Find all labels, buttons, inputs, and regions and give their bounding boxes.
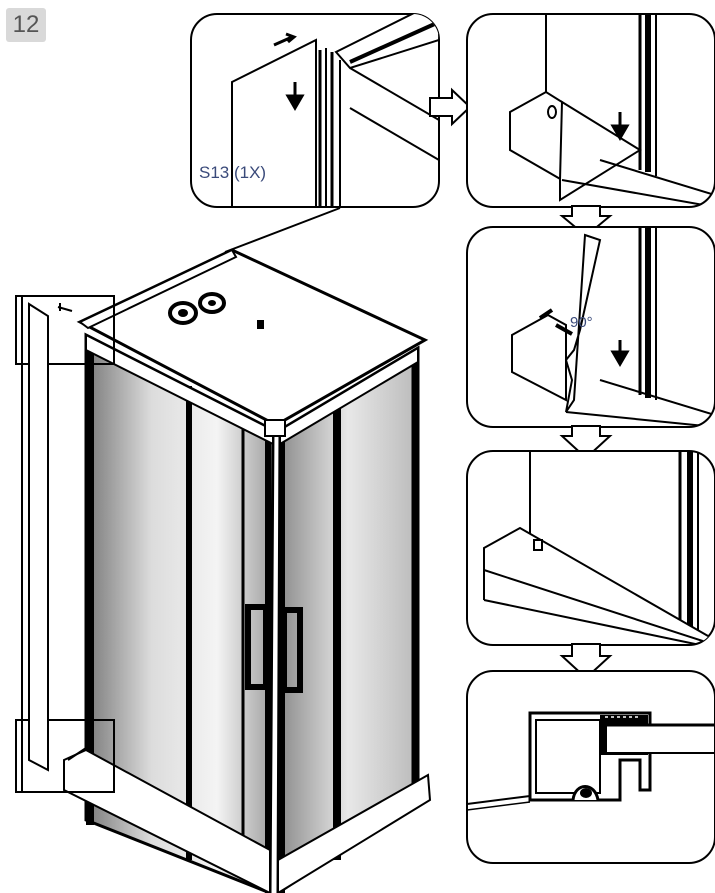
detail-panel-3: 90° bbox=[466, 226, 715, 428]
detail-panel-5 bbox=[466, 670, 715, 864]
leader-line bbox=[224, 207, 341, 253]
arrow-right-icon bbox=[429, 87, 472, 127]
detail-panel-1: S13 (1X) bbox=[190, 13, 440, 208]
door-handle-icon bbox=[245, 604, 303, 693]
side-panel-callout bbox=[15, 295, 115, 793]
arrow-down-icon bbox=[559, 425, 613, 460]
step-number-badge: 12 bbox=[6, 8, 46, 42]
detail-panel-4 bbox=[466, 450, 715, 646]
shower-head-icon bbox=[168, 292, 264, 329]
part-label: S13 (1X) bbox=[199, 163, 266, 182]
detail-panel-2 bbox=[466, 13, 715, 208]
arrow-down-icon bbox=[559, 643, 613, 680]
angle-label: 90° bbox=[570, 314, 593, 331]
shower-enclosure bbox=[63, 248, 432, 893]
